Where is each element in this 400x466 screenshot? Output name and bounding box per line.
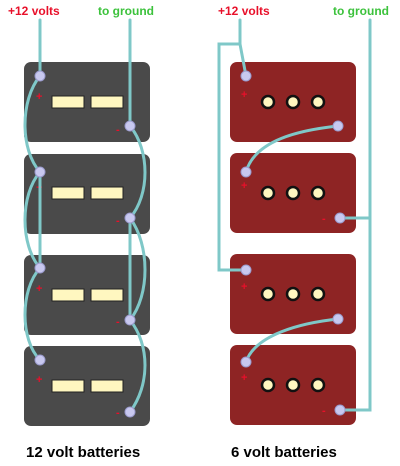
terminal-negative	[334, 212, 346, 224]
cell-block	[90, 186, 124, 200]
terminals-6v	[240, 70, 346, 416]
plus-sign: +	[241, 89, 247, 101]
battery-12v-4: + -	[24, 346, 150, 426]
cell-cap	[260, 185, 276, 201]
cell-cap	[310, 185, 326, 201]
terminal-negative	[334, 404, 346, 416]
ground-lead-wire	[338, 18, 372, 412]
minus-sign: -	[116, 316, 120, 328]
left-ground-label: to ground	[98, 4, 154, 18]
positive-bus-wire	[23, 74, 43, 362]
cell-cap	[285, 185, 301, 201]
series-link-wire	[244, 124, 340, 174]
battery-6v-1: + -	[230, 62, 356, 142]
terminal-negative	[332, 313, 344, 325]
cell-cap	[260, 94, 276, 110]
series-link-wire	[244, 317, 340, 364]
terminal-positive	[34, 354, 46, 366]
cell-cap	[310, 286, 326, 302]
left-positive-label: +12 volts	[8, 4, 60, 18]
terminal-positive	[240, 264, 252, 276]
terminal-negative	[124, 120, 136, 132]
cell-cap	[310, 377, 326, 393]
plus-sign: +	[241, 372, 247, 384]
cell-block	[51, 95, 85, 109]
terminal-positive	[240, 166, 252, 178]
cell-cap	[310, 94, 326, 110]
terminal-positive	[34, 262, 46, 274]
plus-sign: +	[36, 283, 42, 295]
battery-6v-4: + -	[230, 345, 356, 425]
cell-cap	[260, 377, 276, 393]
right-ground-label: to ground	[333, 4, 389, 18]
terminal-positive	[34, 166, 46, 178]
battery-12v-3: + -	[24, 255, 150, 335]
minus-sign: -	[116, 124, 120, 136]
cell-cap	[285, 286, 301, 302]
plus-sign: +	[36, 91, 42, 103]
terminal-positive	[34, 70, 46, 82]
cell-cap	[285, 377, 301, 393]
positive-lead-wire	[217, 18, 248, 272]
minus-sign: -	[116, 407, 120, 419]
battery-12v-1: + -	[24, 62, 150, 142]
minus-sign: -	[116, 215, 120, 227]
right-positive-label: +12 volts	[218, 4, 270, 18]
negative-bus-wire	[128, 124, 147, 414]
cell-block	[51, 288, 85, 302]
terminal-negative	[332, 120, 344, 132]
plus-sign: +	[241, 180, 247, 192]
cell-block	[90, 288, 124, 302]
left-caption: 12 volt batteries	[26, 444, 140, 461]
battery-12v-2: + -	[24, 154, 150, 234]
terminal-positive	[240, 70, 252, 82]
terminal-positive	[240, 356, 252, 368]
cell-block	[90, 379, 124, 393]
wiring-6v	[217, 18, 372, 412]
battery-6v-2: + -	[230, 153, 356, 233]
terminal-negative	[124, 314, 136, 326]
cell-cap	[260, 286, 276, 302]
wiring-12v	[23, 18, 147, 414]
cell-block	[90, 95, 124, 109]
plus-sign: +	[241, 281, 247, 293]
terminal-negative	[124, 406, 136, 418]
cell-block	[51, 186, 85, 200]
cell-cap	[285, 94, 301, 110]
terminals-12v	[34, 70, 136, 418]
terminal-negative	[124, 212, 136, 224]
cell-block	[51, 379, 85, 393]
right-caption: 6 volt batteries	[231, 444, 337, 461]
plus-sign: +	[36, 374, 42, 386]
minus-sign: -	[322, 405, 326, 417]
minus-sign: -	[322, 213, 326, 225]
